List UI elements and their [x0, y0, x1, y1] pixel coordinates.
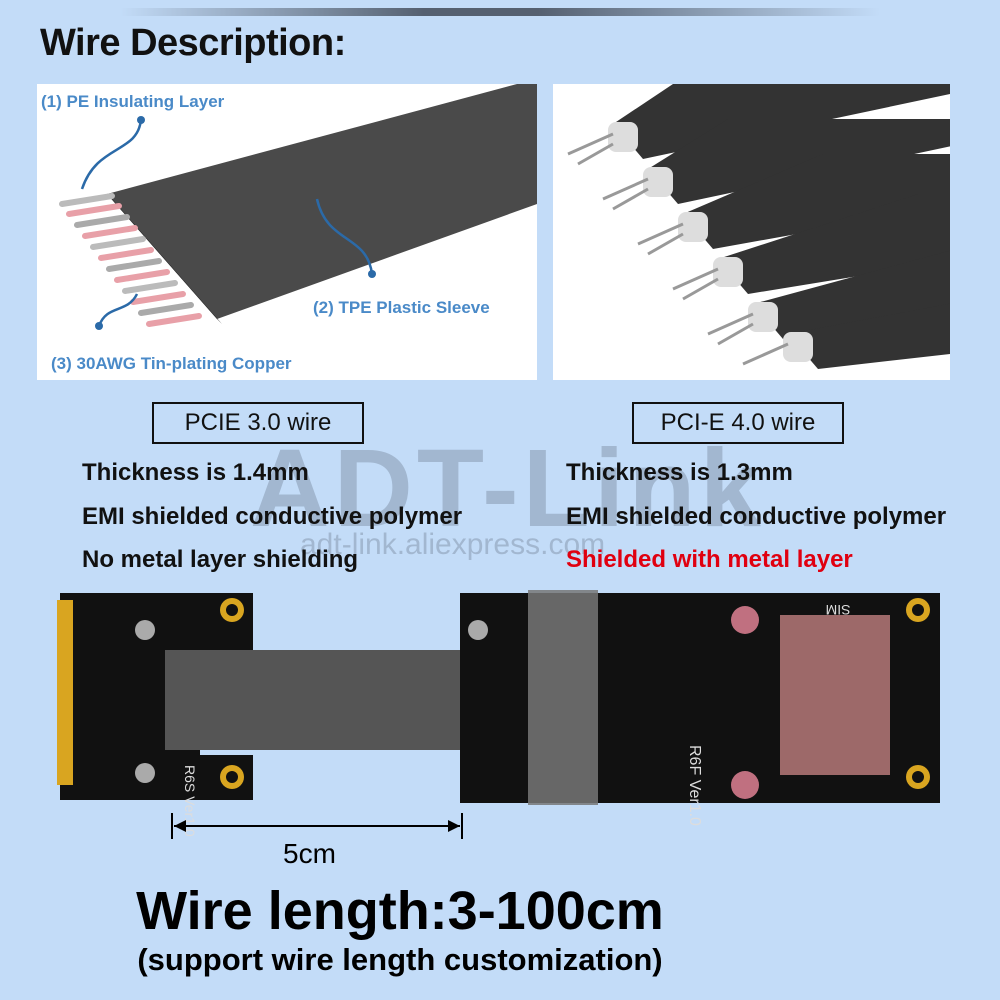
- pcie4-emi: EMI shielded conductive polymer: [566, 503, 947, 530]
- pcie3-shielding: No metal layer shielding: [82, 546, 359, 573]
- label-pe-insulating-layer: (1) PE Insulating Layer: [41, 92, 225, 111]
- pcie4-thickness: Thickness is 1.3mm: [566, 459, 793, 486]
- pcie4-label: PCI-E 4.0 wire: [632, 402, 844, 444]
- pcie4-shielding: Shielded with metal layer: [566, 546, 853, 573]
- pcie4-cable-image: [553, 84, 1000, 380]
- label-tpe-plastic-sleeve: (2) TPE Plastic Sleeve: [313, 298, 490, 317]
- wire-length: Wire length:3-100cm: [136, 881, 664, 941]
- watermark-brand: ADT-Link: [250, 427, 765, 550]
- shielded-cable-illustration: [567, 84, 1000, 369]
- customization-note: (support wire length customization): [137, 942, 663, 977]
- flat-cable-illustration: [59, 84, 537, 330]
- watermark-url: adt-link.aliexpress.com: [300, 528, 606, 561]
- decorative-bar: [120, 8, 880, 16]
- page-title: Wire Description:: [40, 22, 346, 64]
- pcie3-emi: EMI shielded conductive polymer: [82, 503, 463, 530]
- pcie3-thickness: Thickness is 1.4mm: [82, 459, 309, 486]
- dimension-label: 5cm: [283, 838, 336, 869]
- sim-marking: SIM: [826, 602, 851, 618]
- pcie3-label: PCIE 3.0 wire: [152, 402, 364, 444]
- adapter-product-image: R6S Ver1.0 R6F Ver1.0 SIM: [57, 590, 940, 839]
- label-tin-plating-copper: (3) 30AWG Tin-plating Copper: [51, 354, 292, 373]
- pcie3-cable-image: (1) PE Insulating Layer (2) TPE Plastic …: [37, 84, 537, 380]
- left-board-marking: R6S Ver1.0: [182, 765, 198, 837]
- right-board-marking: R6F Ver1.0: [686, 745, 703, 826]
